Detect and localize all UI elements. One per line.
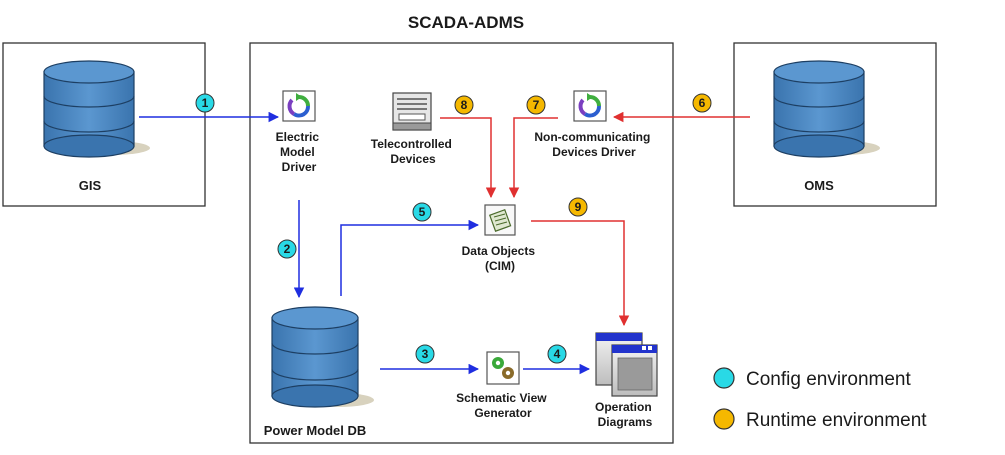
power-model-db-label: Power Model DB [264,423,367,438]
svg-text:2: 2 [284,242,291,256]
legend-runtime-label: Runtime environment [746,410,927,431]
step-badge-3: 3 [415,344,435,364]
runtime-dot-icon [713,408,735,430]
svg-text:5: 5 [419,205,426,219]
legend-runtime: Runtime environment [713,408,927,431]
gis-label: GIS [79,178,102,193]
legend: Config environment Runtime environment [713,367,927,431]
step-badge-1: 1 [195,93,215,113]
operation-diagrams-icon [595,332,658,397]
schematic-view-generator-icon [486,351,520,385]
step-badge-5: 5 [412,202,432,222]
scada-adms-frame [249,42,674,444]
legend-config-label: Config environment [746,369,911,390]
step-badge-7: 7 [526,95,546,115]
oms-frame [733,42,937,207]
config-dot-icon [713,367,735,389]
step-badge-9: 9 [568,197,588,217]
telecontrolled-devices-label: Telecontrolled Devices [371,137,455,166]
svg-text:8: 8 [461,98,468,112]
oms-label: OMS [804,178,834,193]
oms-database-icon [773,60,880,158]
telecontrolled-device-icon [392,92,432,131]
svg-text:3: 3 [422,347,429,361]
non-communicating-driver-icon [573,90,607,122]
gis-frame [2,42,206,207]
step-badge-8: 8 [454,95,474,115]
svg-text:7: 7 [533,98,540,112]
svg-text:9: 9 [575,200,582,214]
arrow-data-objects-to-diagrams [531,220,630,327]
arrow-telecontrolled-to-data-objects [440,117,497,199]
electric-model-driver-icon [282,90,316,122]
power-model-db-icon [271,306,374,408]
svg-text:1: 1 [202,96,209,110]
step-badge-6: 6 [692,93,712,113]
gis-database-icon [43,60,150,158]
svg-text:6: 6 [699,96,706,110]
arrow-noncomm-to-data-objects [508,117,558,199]
svg-text:4: 4 [554,347,561,361]
step-badge-4: 4 [547,344,567,364]
non-communicating-driver-label: Non-communicating Devices Driver [534,130,653,159]
data-objects-icon [484,204,516,236]
diagram-title: SCADA-ADMS [408,13,524,32]
operation-diagrams-label: Operation Diagrams [595,400,655,429]
electric-model-driver-label: Electric Model Driver [276,130,323,174]
schematic-view-generator-label: Schematic View Generator [456,391,550,420]
arrow-db-to-data-objects [340,219,480,296]
step-badge-2: 2 [277,239,297,259]
data-objects-label: Data Objects (CIM) [462,244,539,273]
legend-config: Config environment [713,367,911,390]
